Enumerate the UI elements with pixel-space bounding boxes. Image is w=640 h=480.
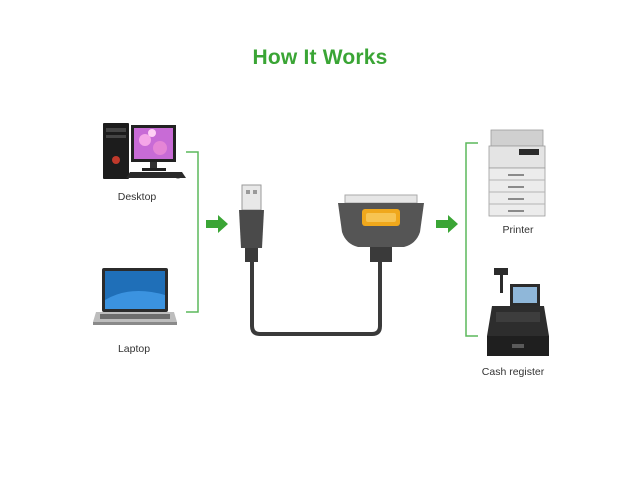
right-arrow-icon (206, 215, 228, 233)
cash-register-label: Cash register (481, 366, 545, 378)
desktop-computer-icon (103, 123, 186, 179)
right-bracket (465, 142, 478, 337)
right-arrow-icon (436, 215, 458, 233)
usb-to-parallel-cable-icon (239, 184, 424, 336)
page-title: How It Works (252, 46, 388, 69)
left-bracket (186, 151, 199, 313)
printer-icon (488, 129, 546, 217)
laptop-label: Laptop (117, 343, 151, 355)
laptop-icon (93, 268, 177, 325)
cash-register-icon (487, 268, 549, 356)
desktop-label: Desktop (117, 191, 157, 203)
printer-label: Printer (502, 224, 534, 236)
